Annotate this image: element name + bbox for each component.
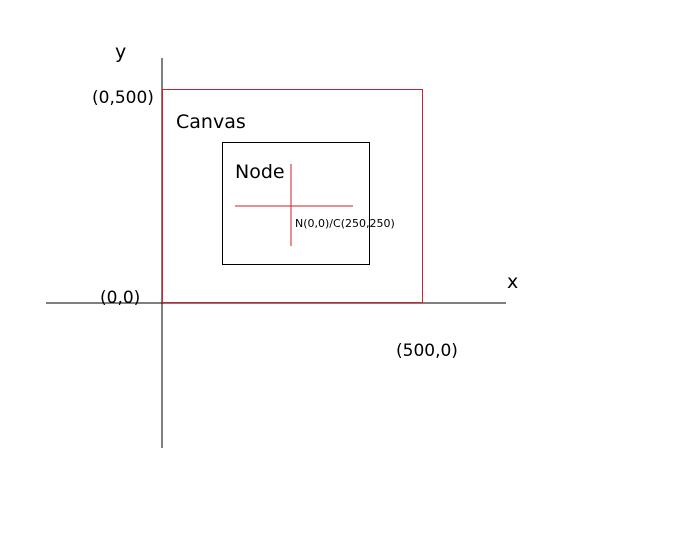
canvas-top-left-label: (0,500) bbox=[92, 88, 154, 108]
canvas-label: Canvas bbox=[176, 111, 246, 133]
x-axis-label: x bbox=[507, 271, 519, 293]
canvas-rect bbox=[162, 89, 423, 303]
node-origin-label: N(0,0)/C(250,250) bbox=[295, 217, 395, 230]
canvas-bottom-right-label: (500,0) bbox=[396, 341, 458, 361]
node-label: Node bbox=[235, 161, 285, 183]
origin-label: (0,0) bbox=[100, 288, 141, 308]
node-rect bbox=[222, 142, 370, 265]
y-axis-label: y bbox=[115, 41, 127, 63]
